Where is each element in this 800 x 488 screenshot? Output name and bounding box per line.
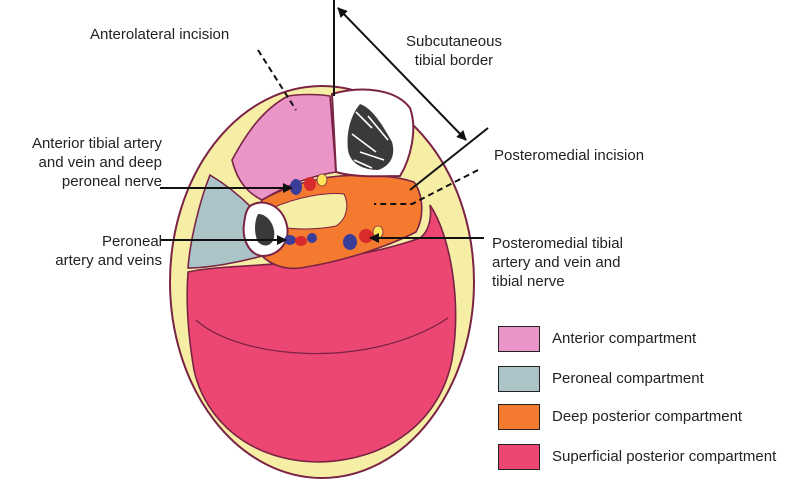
legend-label-deep-posterior: Deep posterior compartment xyxy=(552,408,743,425)
legend-label-peroneal: Peroneal compartment xyxy=(552,370,704,387)
tibial-border-oblique-line xyxy=(409,127,489,191)
gastrocnemius-soleus-division xyxy=(195,317,449,355)
legend-swatch-superficial-posterior xyxy=(498,444,540,470)
tibial-nerve-icon xyxy=(372,225,384,239)
fibula-marrow xyxy=(255,214,275,246)
legend-label-anterior: Anterior compartment xyxy=(552,330,697,347)
anterior-tibial-vein-icon xyxy=(290,179,302,195)
subcutaneous-width-arrow xyxy=(337,7,467,141)
superficial-posterior-compartment xyxy=(186,204,457,463)
legend-swatch-deep-posterior xyxy=(498,404,540,430)
peroneal-compartment xyxy=(187,173,264,269)
anterolateral-incision-line xyxy=(257,49,297,111)
legend-swatch-peroneal xyxy=(498,366,540,392)
peroneal-vein-2-icon xyxy=(307,233,317,243)
posteromedial-incision-label: Posteromedial incision xyxy=(494,147,645,164)
anterolateral-incision-label: Anterolateral incision xyxy=(90,26,230,43)
legend-label-superficial-posterior: Superficial posterior compartment xyxy=(552,448,777,465)
posterior-tibial-vein-icon xyxy=(343,234,357,250)
anterior-tibial-vessels-label: Anterior tibial artery and vein and deep… xyxy=(31,135,162,190)
peroneal-vein-icon xyxy=(284,235,296,245)
posteromedial-incision-line xyxy=(374,169,479,205)
anterior-tibial-artery-icon xyxy=(304,177,316,191)
posterior-tibial-artery-icon xyxy=(359,229,373,243)
posteromedial-vessels-label: Posteromedial tibial artery and vein and… xyxy=(492,235,623,290)
peroneal-artery-icon xyxy=(295,236,307,246)
deep-peroneal-nerve-icon xyxy=(316,173,328,187)
legend-swatch-anterior xyxy=(498,326,540,352)
subcutaneous-tibial-border-label: Subcutaneous tibial border xyxy=(406,33,502,69)
peroneal-vessels-label: Peroneal artery and veins xyxy=(55,233,162,269)
